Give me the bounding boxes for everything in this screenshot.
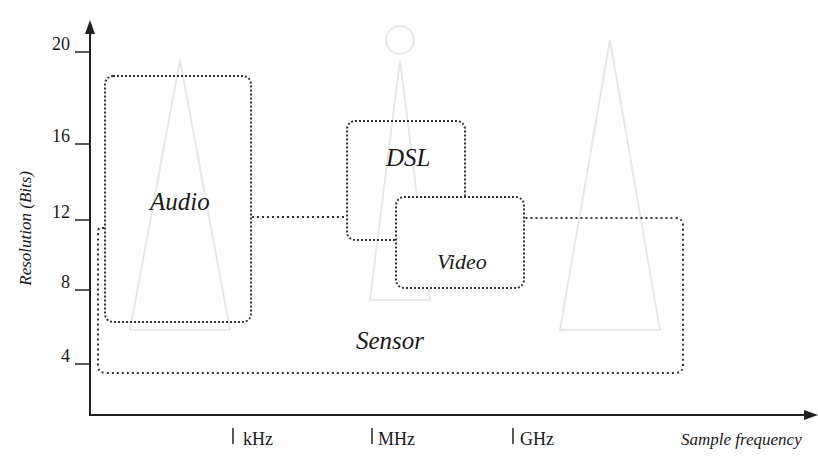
watermark-seal <box>130 26 660 330</box>
axis-title: Sample frequency <box>681 431 802 450</box>
video-region: Video <box>395 196 525 289</box>
axis-tick-value: kHz <box>243 430 273 450</box>
axis-tick-value: MHz <box>378 430 415 450</box>
axis-tick-value: 8 <box>61 273 70 293</box>
axis-tick-value: 20 <box>52 35 70 55</box>
region-label: Sensor <box>356 327 424 355</box>
axis-tick-value: GHz <box>520 430 554 450</box>
axis-title: Resolution (Bits) <box>17 171 36 286</box>
sensor-region: Sensor <box>96 215 686 375</box>
axis-tick-value: 4 <box>61 347 70 367</box>
audio-region: Audio <box>104 75 252 323</box>
region-label: DSL <box>386 144 430 172</box>
axis-lines <box>89 30 812 416</box>
axis-tick-value: 12 <box>52 203 70 223</box>
region-label: Video <box>437 250 487 274</box>
region-label: Audio <box>150 188 210 216</box>
axis-arrowheads <box>85 20 818 420</box>
axis-tick-value: 16 <box>52 127 70 147</box>
